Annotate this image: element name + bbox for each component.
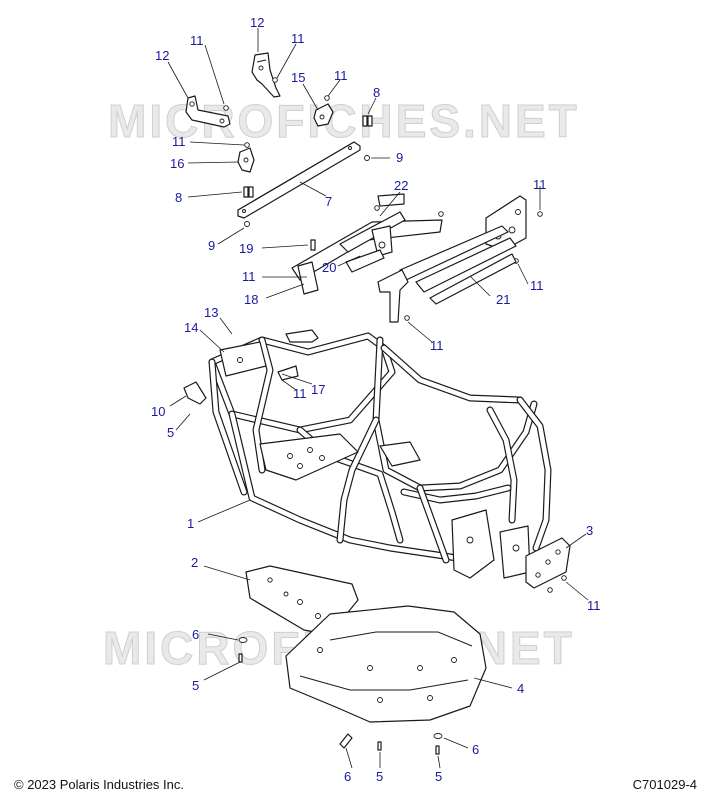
callout-5: 5 [435,769,442,784]
callout-6: 6 [344,769,351,784]
main-frame-1 [208,332,552,579]
callout-8: 8 [175,190,182,205]
callout-11: 11 [334,68,348,83]
fasteners-upper [223,77,543,321]
callout-11: 11 [587,598,601,613]
front-plate-3 [525,537,571,593]
callout-21: 21 [496,292,510,307]
callout-11: 11 [172,134,186,149]
callout-6: 6 [192,627,199,642]
callout-11: 11 [291,31,305,46]
callout-14: 14 [184,320,198,335]
bracket-10 [183,381,207,405]
bracket-12-top [251,52,281,98]
callout-15: 15 [291,70,305,85]
bracket-15 [313,103,334,127]
bracket-17 [277,329,319,381]
callout-20: 20 [322,260,336,275]
callout-22: 22 [394,178,408,193]
callout-11: 11 [533,177,547,192]
bracket-12-left [185,95,231,128]
callout-11: 11 [242,269,256,284]
callout-3: 3 [586,523,593,538]
callout-labels: 12 11 12 11 15 11 8 11 9 16 8 7 22 11 9 … [151,15,601,784]
callout-8: 8 [373,85,380,100]
callout-11: 11 [430,338,444,353]
callout-11: 11 [530,278,544,293]
callout-12: 12 [250,15,264,30]
callout-10: 10 [151,404,165,419]
callout-12: 12 [155,48,169,63]
callout-5: 5 [376,769,383,784]
watermark-top: MICROFICHES.NET [108,95,580,147]
leader-lines [167,28,589,769]
copyright-text: © 2023 Polaris Industries Inc. [14,777,184,792]
bracket-16 [237,147,255,173]
callout-1: 1 [187,516,194,531]
callout-5: 5 [167,425,174,440]
callout-4: 4 [517,681,524,696]
callout-6: 6 [472,742,479,757]
belly-pan-4 [285,605,487,723]
figure-code: C701029-4 [632,777,697,792]
subframe-22 [291,193,443,295]
callout-18: 18 [244,292,258,307]
callout-7: 7 [325,194,332,209]
callout-11: 11 [293,386,307,401]
crossbar-7 [237,141,361,219]
callout-9: 9 [396,150,403,165]
callout-16: 16 [170,156,184,171]
callout-2: 2 [191,555,198,570]
callout-17: 17 [311,382,325,397]
fasteners-lower [238,637,443,755]
callout-9: 9 [208,238,215,253]
callout-19: 19 [239,241,253,256]
callout-13: 13 [204,305,218,320]
callout-11: 11 [190,33,204,48]
callout-5: 5 [192,678,199,693]
